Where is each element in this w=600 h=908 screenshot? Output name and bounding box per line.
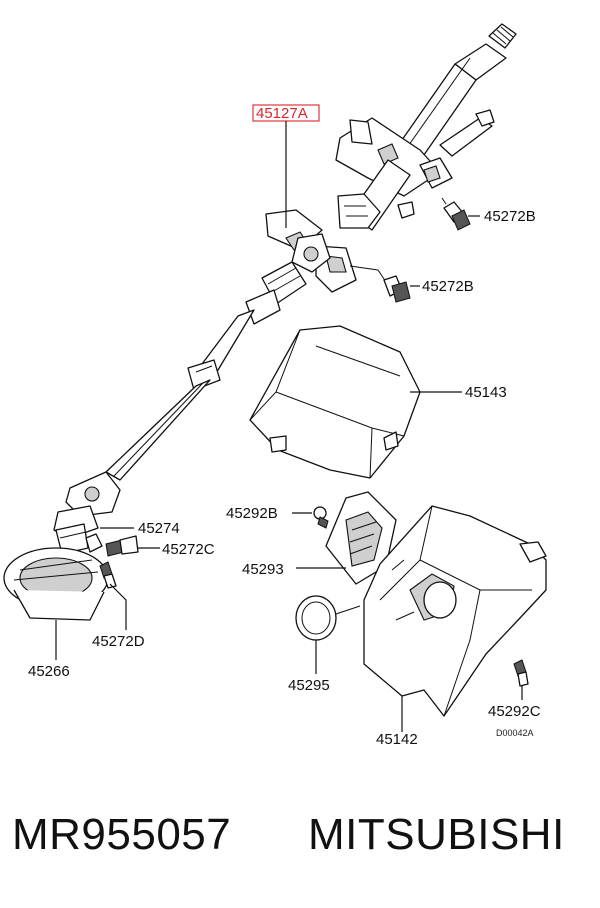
part-number: MR955057 [12,810,232,859]
svg-text:45295: 45295 [288,677,330,694]
svg-text:45142: 45142 [376,731,418,748]
svg-text:45292B: 45292B [226,505,278,522]
svg-text:45143: 45143 [465,384,507,401]
screw-45292B[interactable]: 45292B [226,505,329,529]
bolt-45272C[interactable]: 45272C [105,535,215,558]
svg-text:45272C: 45272C [162,541,215,558]
svg-text:45266: 45266 [28,663,70,680]
svg-text:45272B: 45272B [484,208,536,225]
screw-45292C[interactable]: 45292C [488,659,541,720]
svg-text:45127A: 45127A [256,105,308,122]
steering-column-shaft [53,23,517,555]
bolt-45272B-middle[interactable]: 45272B [349,265,474,303]
lower-column-cover[interactable]: 45142 [363,505,547,748]
boot-45266[interactable]: 45266 [3,547,109,680]
bolt-45272D[interactable]: 45272D [92,561,145,650]
svg-text:45272B: 45272B [422,278,474,295]
footer: MR955057 MITSUBISHI [0,800,600,880]
nut-45274[interactable]: 45274 [85,520,180,553]
brand-name: MITSUBISHI [308,810,565,859]
ring-45295[interactable]: 45295 [288,595,361,694]
bracket-45293[interactable]: 45293 [242,491,397,585]
upper-column-cover[interactable]: 45143 [249,325,507,479]
label-45127A[interactable]: 45127A [252,104,320,228]
drawing-code: D00042A [496,728,534,738]
svg-text:45293: 45293 [242,561,284,578]
bolt-45272B-upper[interactable]: 45272B [441,197,536,231]
parts-diagram: 45127A 45272B 45272B 45143 45292B [3,23,547,748]
svg-text:45274: 45274 [138,520,180,537]
svg-text:45272D: 45272D [92,633,145,650]
svg-text:45292C: 45292C [488,703,541,720]
